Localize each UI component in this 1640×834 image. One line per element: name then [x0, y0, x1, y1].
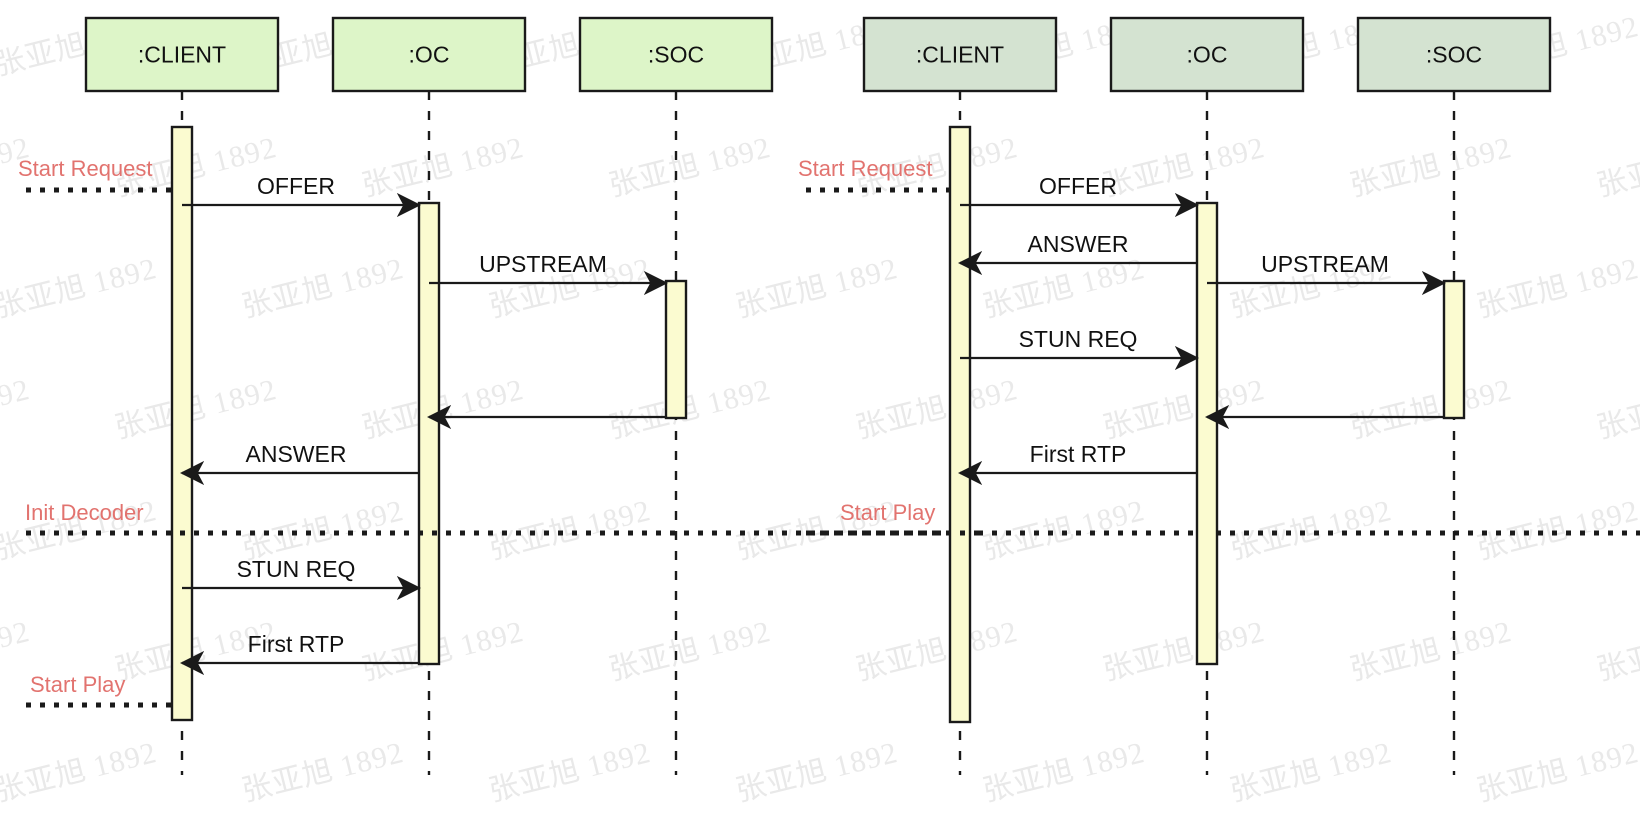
participant-box-oc[interactable]: [331, 16, 527, 93]
activation-bar-soc-activation: [664, 279, 688, 420]
participant-box-oc[interactable]: [1109, 16, 1305, 93]
message-label-answer: ANSWER: [1028, 231, 1129, 257]
message-label-answer: ANSWER: [246, 441, 347, 467]
participant-label-soc: :SOC: [1426, 42, 1482, 68]
message-label-stun-req: STUN REQ: [1019, 326, 1138, 352]
participant-label-oc: :OC: [1187, 42, 1228, 68]
message-label-stun-req: STUN REQ: [237, 556, 356, 582]
participant-label-oc: :OC: [409, 42, 450, 68]
right-scenario: :CLIENT :OC :SOC OFFER ANSWER UPSTREAM STUN RE…: [798, 16, 1552, 775]
activation-bar-client-activation: [170, 125, 194, 722]
participant-box-soc[interactable]: [578, 16, 774, 93]
message-label-first-rtp: First RTP: [1030, 441, 1127, 467]
message-label-first-rtp: First RTP: [248, 631, 345, 657]
activation-bar-soc-activation: [1442, 279, 1466, 420]
participant-label-client: :CLIENT: [138, 42, 226, 68]
participant-label-client: :CLIENT: [916, 42, 1004, 68]
start-request-note-label: Start Request: [18, 156, 153, 181]
start-play-note-label: Start Play: [30, 672, 125, 697]
participant-box-client[interactable]: [862, 16, 1058, 93]
activation-bar-oc-activation: [1195, 201, 1219, 666]
message-label-offer: OFFER: [1039, 173, 1117, 199]
participant-box-soc[interactable]: [1356, 16, 1552, 93]
init-decoder-note-label: Init Decoder: [25, 500, 144, 525]
activation-bar-client-activation: [948, 125, 972, 724]
message-label-upstream: UPSTREAM: [1261, 251, 1389, 277]
message-label-offer: OFFER: [257, 173, 335, 199]
start-request-note-label: Start Request: [798, 156, 933, 181]
activation-bar-oc-activation: [417, 201, 441, 666]
left-scenario: :CLIENT :OC :SOC OFFER UPSTREAM ANSWER STUN RE…: [18, 16, 1640, 775]
participant-label-soc: :SOC: [648, 42, 704, 68]
participant-box-client[interactable]: [84, 16, 280, 93]
start-play-note-label: Start Play: [840, 500, 935, 525]
message-label-upstream: UPSTREAM: [479, 251, 607, 277]
